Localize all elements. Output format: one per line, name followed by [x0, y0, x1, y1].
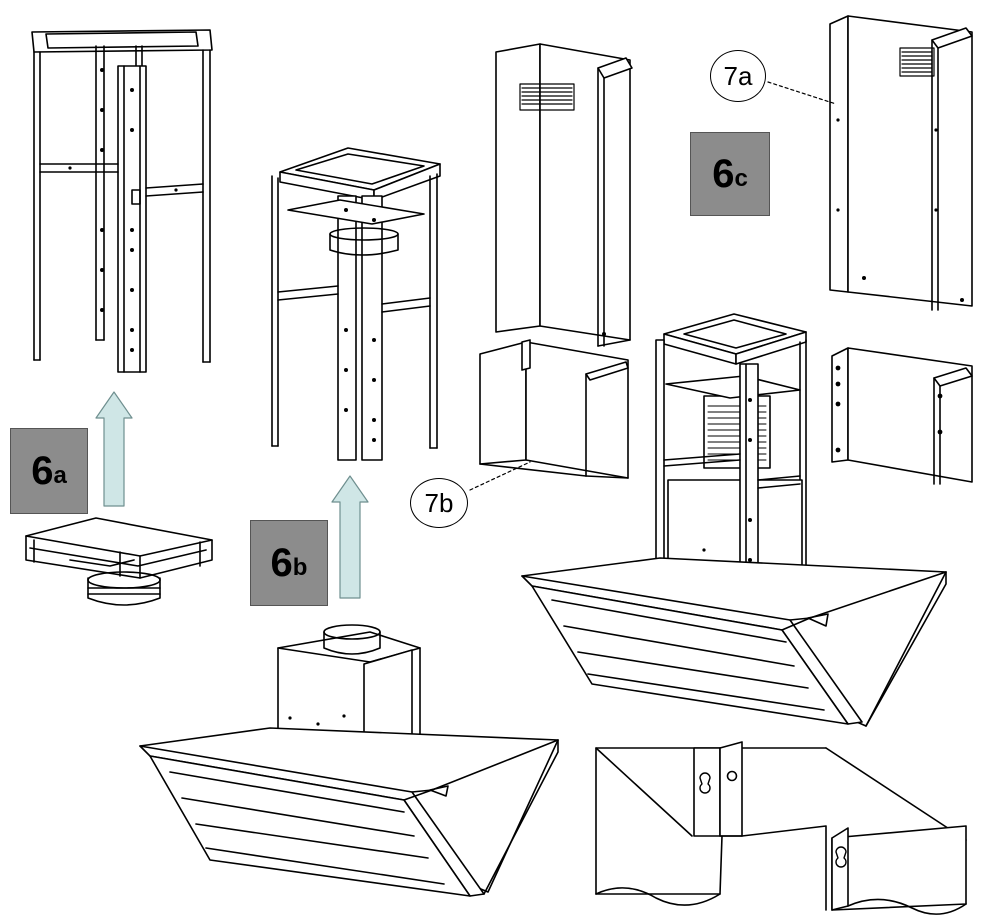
upper-chimney-cover-front [495, 43, 633, 347]
leader-line-7a [767, 81, 837, 105]
support-frame-6b [271, 147, 441, 461]
step-number: 6 [270, 541, 293, 585]
upper-chimney-cover-back [829, 15, 973, 311]
step-number: 6 [712, 152, 735, 196]
keyhole-bracket-detail [595, 741, 967, 915]
step-number: 6 [31, 449, 54, 493]
step-letter: a [53, 462, 67, 489]
lower-chimney-cover-back [831, 347, 973, 485]
callout-label: 7b [424, 487, 454, 518]
step-letter: c [734, 165, 748, 192]
leader-line-7b [469, 461, 531, 491]
support-frame-6a [31, 29, 213, 373]
arrow-up-icon [95, 391, 133, 507]
assembled-cooker-hood [521, 313, 947, 727]
callout-label: 7a [723, 60, 753, 91]
step-letter: b [292, 554, 308, 581]
air-adaptor-box [25, 517, 213, 606]
callout-7b: 7b [410, 478, 468, 528]
arrow-up-icon [331, 475, 369, 599]
lower-chimney-cover-front [479, 339, 629, 479]
cooker-hood-with-motor [139, 624, 559, 897]
callout-7a: 7a [710, 50, 766, 102]
